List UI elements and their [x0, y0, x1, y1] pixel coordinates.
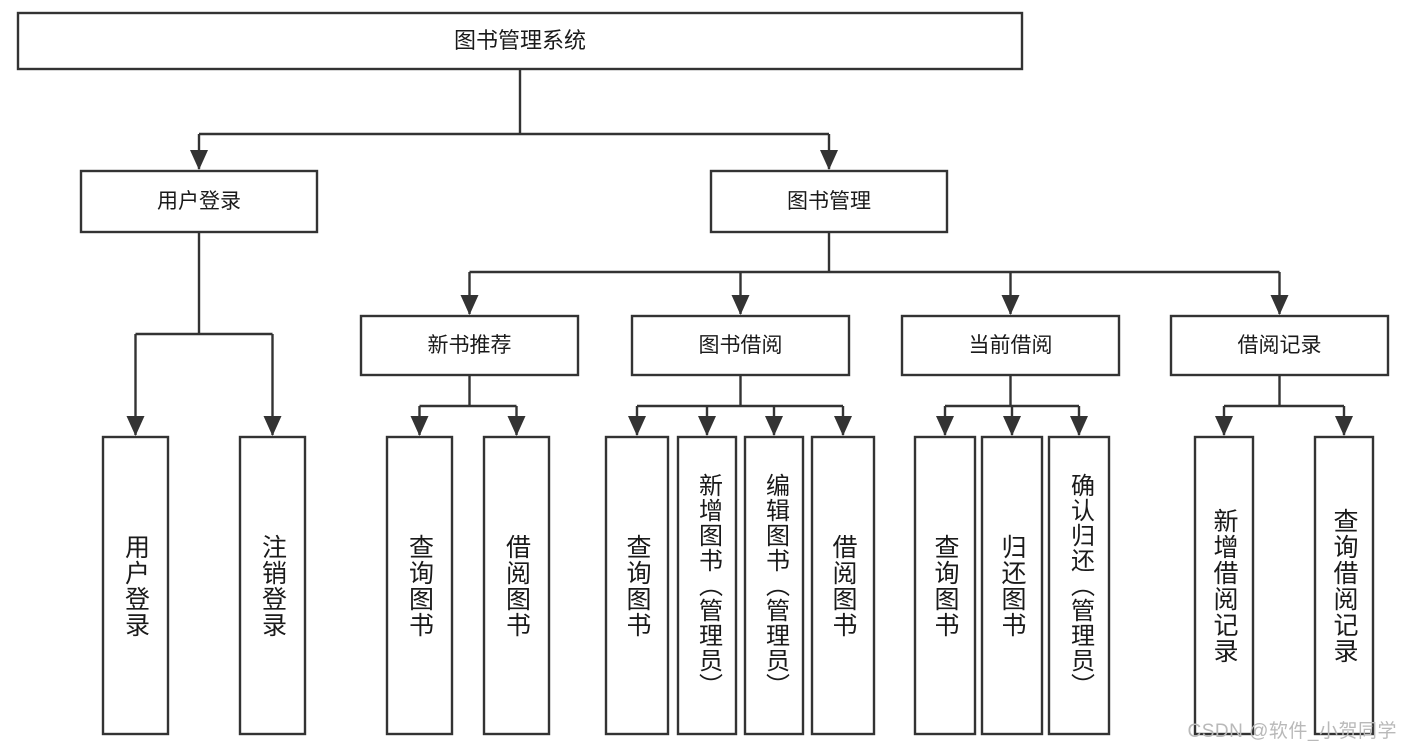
- arrow-head-icon-leaf-add-book: [698, 416, 716, 436]
- node-box-book-management[interactable]: [709, 169, 949, 234]
- node-label-current-borrow: 当前借阅: [969, 334, 1053, 357]
- node-label-borrow-record: 借阅记录: [1238, 334, 1322, 357]
- node-box-leaf-borrow-book-2[interactable]: [810, 435, 876, 736]
- arrow-head-icon-book-borrow: [731, 295, 750, 315]
- node-box-leaf-add-book[interactable]: [676, 435, 738, 736]
- arrow-head-icon-borrow-record: [1270, 295, 1289, 315]
- arrow-head-icon-new-book-recommend: [460, 295, 479, 315]
- node-box-leaf-borrow-book-1[interactable]: [482, 435, 551, 736]
- node-box-leaf-query-book-1[interactable]: [385, 435, 454, 736]
- node-box-current-borrow[interactable]: [900, 314, 1121, 377]
- arrow-head-icon-leaf-query-book-1: [410, 416, 429, 436]
- node-box-leaf-user-logout[interactable]: [238, 435, 307, 736]
- connectors-layer: [126, 69, 1353, 436]
- node-box-leaf-add-borrow-record[interactable]: [1193, 435, 1255, 736]
- node-box-new-book-recommend[interactable]: [359, 314, 580, 377]
- arrow-head-icon-leaf-query-book-2: [628, 416, 646, 436]
- arrow-head-icon-leaf-add-borrow-record: [1215, 416, 1233, 436]
- node-label-root: 图书管理系统: [454, 28, 586, 53]
- node-label-book-management: 图书管理: [787, 190, 871, 213]
- arrow-head-icon-leaf-query-borrow-record: [1335, 416, 1353, 436]
- node-label-user-login: 用户登录: [157, 190, 241, 213]
- node-box-leaf-edit-book[interactable]: [743, 435, 805, 736]
- node-label-new-book-recommend: 新书推荐: [428, 334, 512, 357]
- arrow-head-icon-user-login: [190, 150, 208, 170]
- boxes-layer: [16, 11, 1390, 736]
- watermark-text: CSDN @软件_小贺同学: [1187, 721, 1397, 742]
- arrow-head-icon-leaf-query-book-3: [936, 416, 954, 436]
- node-label-book-borrow: 图书借阅: [699, 334, 783, 357]
- node-box-user-login[interactable]: [79, 169, 319, 234]
- node-box-leaf-return-book[interactable]: [980, 435, 1044, 736]
- arrow-head-icon-leaf-borrow-book-1: [507, 416, 526, 436]
- arrow-head-icon-leaf-return-book: [1003, 416, 1021, 436]
- node-box-leaf-query-book-3[interactable]: [913, 435, 977, 736]
- node-box-leaf-query-borrow-record[interactable]: [1313, 435, 1375, 736]
- node-box-leaf-query-book-2[interactable]: [604, 435, 670, 736]
- node-box-leaf-user-login[interactable]: [101, 435, 170, 736]
- arrow-head-icon-leaf-user-login: [126, 416, 145, 436]
- arrow-head-icon-book-management: [820, 150, 838, 170]
- node-box-book-borrow[interactable]: [630, 314, 851, 377]
- node-box-root[interactable]: [16, 11, 1024, 71]
- node-box-borrow-record[interactable]: [1169, 314, 1390, 377]
- arrow-head-icon-leaf-edit-book: [765, 416, 783, 436]
- node-box-leaf-confirm-return[interactable]: [1047, 435, 1111, 736]
- arrow-head-icon-leaf-borrow-book-2: [834, 416, 852, 436]
- arrow-head-icon-leaf-confirm-return: [1070, 416, 1088, 436]
- arrow-head-icon-current-borrow: [1001, 295, 1020, 315]
- arrow-head-icon-leaf-user-logout: [263, 416, 282, 436]
